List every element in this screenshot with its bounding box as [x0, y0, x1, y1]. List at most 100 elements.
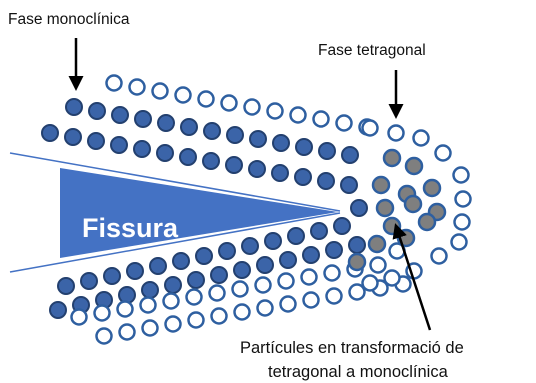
- monoclinic-particle: [219, 243, 235, 259]
- tetragonal-particle: [456, 192, 471, 207]
- tetragonal-particle: [291, 108, 306, 123]
- monoclinic-particle: [135, 111, 151, 127]
- monoclinic-particle: [296, 139, 312, 155]
- monoclinic-particle: [272, 165, 288, 181]
- tetragonal-particle: [107, 76, 122, 91]
- monoclinic-particle: [81, 273, 97, 289]
- tetragonal-particle: [454, 168, 469, 183]
- tetragonal-particle: [222, 96, 237, 111]
- tetragonal-particle: [187, 290, 202, 305]
- monoclinic-phase-label: Fase monoclínica: [8, 11, 130, 28]
- monoclinic-particle: [127, 263, 143, 279]
- monoclinic-particle: [150, 258, 166, 274]
- tetragonal-particle: [302, 270, 317, 285]
- tetragonal-particle: [166, 317, 181, 332]
- transforming-particle: [373, 177, 389, 193]
- tetragonal-particle: [97, 329, 112, 344]
- monoclinic-particle: [342, 147, 358, 163]
- monoclinic-particle: [65, 129, 81, 145]
- monoclinic-particle: [334, 218, 350, 234]
- crack-label: Fissura: [82, 213, 179, 243]
- monoclinic-particle: [351, 200, 367, 216]
- monoclinic-particle: [318, 173, 334, 189]
- tetragonal-particle: [189, 313, 204, 328]
- monoclinic-particle: [326, 242, 342, 258]
- monoclinic-particle: [104, 268, 120, 284]
- tetragonal-particle: [258, 301, 273, 316]
- monoclinic-particle: [181, 119, 197, 135]
- transforming-particles-label-line2: tetragonal a monoclínica: [268, 363, 449, 381]
- tetragonal-phase-label: Fase tetragonal: [318, 42, 426, 59]
- tetragonal-particle: [452, 235, 467, 250]
- transforming-particle: [406, 158, 422, 174]
- tetragonal-particle: [256, 278, 271, 293]
- tetragonal-particle: [235, 305, 250, 320]
- tetragonal-particle: [233, 282, 248, 297]
- tetragonal-particle: [371, 258, 386, 273]
- transforming-particle: [349, 254, 365, 270]
- monoclinic-particle: [311, 223, 327, 239]
- monoclinic-particle: [50, 302, 66, 318]
- tetragonal-particle: [325, 266, 340, 281]
- tetragonal-particle: [164, 294, 179, 309]
- monoclinic-particle: [249, 161, 265, 177]
- transforming-particle: [424, 180, 440, 196]
- monoclinic-particle: [88, 133, 104, 149]
- tetragonal-particle: [363, 276, 378, 291]
- tetragonal-particle: [279, 274, 294, 289]
- monoclinic-particle: [89, 103, 105, 119]
- tetragonal-particle: [130, 80, 145, 95]
- monoclinic-particle: [165, 277, 181, 293]
- monoclinic-particle: [204, 123, 220, 139]
- tetragonal-particle: [118, 302, 133, 317]
- monoclinic-particle: [341, 177, 357, 193]
- tetragonal-particle: [176, 88, 191, 103]
- monoclinic-particle: [226, 157, 242, 173]
- monoclinic-particle: [157, 145, 173, 161]
- transforming-particle: [419, 214, 435, 230]
- tetragonal-particle: [210, 286, 225, 301]
- monoclinic-particle: [196, 248, 212, 264]
- transforming-particle: [377, 200, 393, 216]
- monoclinic-particle: [203, 153, 219, 169]
- monoclinic-particle: [319, 143, 335, 159]
- monoclinic-particle: [349, 237, 365, 253]
- tetragonal-particle: [389, 126, 404, 141]
- tetragonal-particle: [199, 92, 214, 107]
- tetragonal-particle: [153, 84, 168, 99]
- monoclinic-particle: [257, 257, 273, 273]
- monoclinic-particle: [188, 272, 204, 288]
- monoclinic-particle: [42, 125, 58, 141]
- tetragonal-particle: [436, 146, 451, 161]
- tetragonal-particle: [414, 131, 429, 146]
- monoclinic-particle: [250, 131, 266, 147]
- tetragonal-particle: [143, 321, 158, 336]
- transforming-particles-label-line1: Partícules en transformació de: [240, 339, 464, 357]
- tetragonal-particle: [385, 271, 400, 286]
- monoclinic-particle: [134, 141, 150, 157]
- transforming-particle: [384, 150, 400, 166]
- monoclinic-particle: [295, 169, 311, 185]
- monoclinic-particle: [142, 282, 158, 298]
- tetragonal-particle: [432, 249, 447, 264]
- tetragonal-particle: [245, 100, 260, 115]
- monoclinic-particle: [265, 233, 281, 249]
- monoclinic-particle: [273, 135, 289, 151]
- tetragonal-particle: [363, 121, 378, 136]
- monoclinic-particle: [173, 253, 189, 269]
- monoclinic-particle: [280, 252, 296, 268]
- monoclinic-particle: [58, 278, 74, 294]
- monoclinic-particle: [211, 267, 227, 283]
- monoclinic-particle: [288, 228, 304, 244]
- tetragonal-particle: [141, 298, 156, 313]
- tetragonal-particle: [455, 215, 470, 230]
- monoclinic-particle: [303, 247, 319, 263]
- monoclinic-particle: [227, 127, 243, 143]
- tetragonal-particle: [327, 289, 342, 304]
- transforming-particle: [405, 196, 421, 212]
- tetragonal-particle: [268, 104, 283, 119]
- monoclinic-particle: [234, 262, 250, 278]
- tetragonal-particle: [95, 306, 110, 321]
